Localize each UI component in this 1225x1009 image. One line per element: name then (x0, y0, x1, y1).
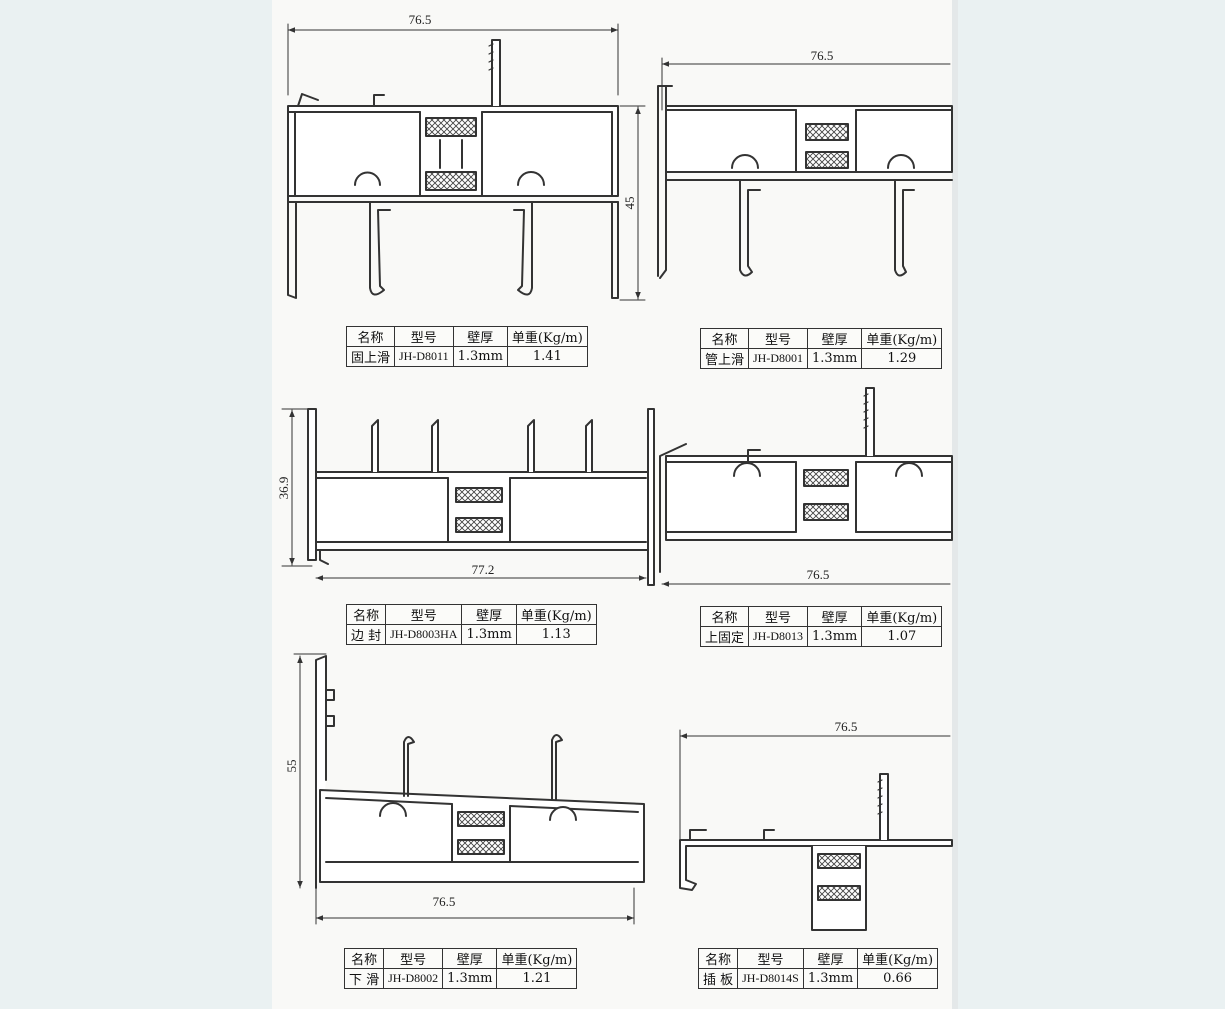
profile-model: JH-D8014S (737, 968, 804, 989)
header-name: 名称 (699, 328, 750, 349)
profile-3-height-label: 36.9 (276, 477, 291, 500)
header-model: 型号 (737, 948, 804, 969)
header-name: 名称 (345, 604, 387, 625)
header-model: 型号 (748, 606, 809, 627)
profile-weight: 1.29 (861, 348, 943, 369)
header-weight: 单重(Kg/m) (515, 604, 597, 625)
profile-5-drawing (293, 653, 645, 925)
header-name: 名称 (345, 326, 396, 347)
header-weight: 单重(Kg/m) (861, 328, 943, 349)
profile-4-width-label: 76.5 (807, 567, 830, 582)
profile-6-drawing (679, 729, 953, 931)
header-name: 名称 (699, 606, 750, 627)
profile-name: 固上滑 (345, 346, 396, 367)
profile-1-width-label: 76.5 (409, 12, 432, 27)
header-thickness: 壁厚 (461, 604, 517, 625)
profile-3-drawing (281, 408, 655, 586)
header-thickness: 壁厚 (802, 948, 859, 969)
profile-2-width-label: 76.5 (811, 48, 834, 63)
header-model: 型号 (748, 328, 809, 349)
profile-6-width-label: 76.5 (835, 719, 858, 734)
profile-2-drawing (657, 57, 953, 279)
profile-thickness: 1.3mm (452, 346, 508, 367)
profile-4-drawing (659, 387, 953, 587)
header-model: 型号 (385, 604, 463, 625)
profile-1-drawing (287, 23, 646, 301)
header-weight: 单重(Kg/m) (861, 606, 943, 627)
profile-thickness: 1.3mm (461, 624, 517, 645)
profile-weight: 1.13 (515, 624, 597, 645)
profile-name: 管上滑 (699, 348, 750, 369)
profile-3-width-label: 77.2 (472, 562, 495, 577)
profile-model: JH-D8002 (383, 968, 444, 989)
profile-weight: 0.66 (857, 968, 939, 989)
header-thickness: 壁厚 (452, 326, 508, 347)
profile-5-height-label: 55 (284, 760, 299, 773)
header-thickness: 壁厚 (442, 948, 498, 969)
page-edge (952, 0, 958, 1009)
profile-name: 插 板 (697, 968, 739, 989)
profile-thickness: 1.3mm (802, 968, 859, 989)
profile-weight: 1.41 (506, 346, 588, 367)
header-name: 名称 (697, 948, 739, 969)
profile-1-height-label: 45 (622, 197, 637, 210)
profile-name: 上固定 (699, 626, 750, 647)
profile-thickness: 1.3mm (807, 348, 863, 369)
header-model: 型号 (383, 948, 444, 969)
profile-weight: 1.21 (496, 968, 578, 989)
profile-weight: 1.07 (861, 626, 943, 647)
header-thickness: 壁厚 (807, 606, 863, 627)
profile-name: 下 滑 (343, 968, 385, 989)
header-name: 名称 (343, 948, 385, 969)
profile-model: JH-D8011 (394, 346, 454, 367)
profile-5-width-label: 76.5 (433, 894, 456, 909)
profile-name: 边 封 (345, 624, 387, 645)
header-weight: 单重(Kg/m) (857, 948, 939, 969)
header-model: 型号 (394, 326, 454, 347)
header-thickness: 壁厚 (807, 328, 863, 349)
profile-model: JH-D8003HA (385, 624, 463, 645)
profile-thickness: 1.3mm (807, 626, 863, 647)
header-weight: 单重(Kg/m) (496, 948, 578, 969)
profile-model: JH-D8013 (748, 626, 809, 647)
profile-model: JH-D8001 (748, 348, 809, 369)
header-weight: 单重(Kg/m) (506, 326, 588, 347)
profile-thickness: 1.3mm (442, 968, 498, 989)
